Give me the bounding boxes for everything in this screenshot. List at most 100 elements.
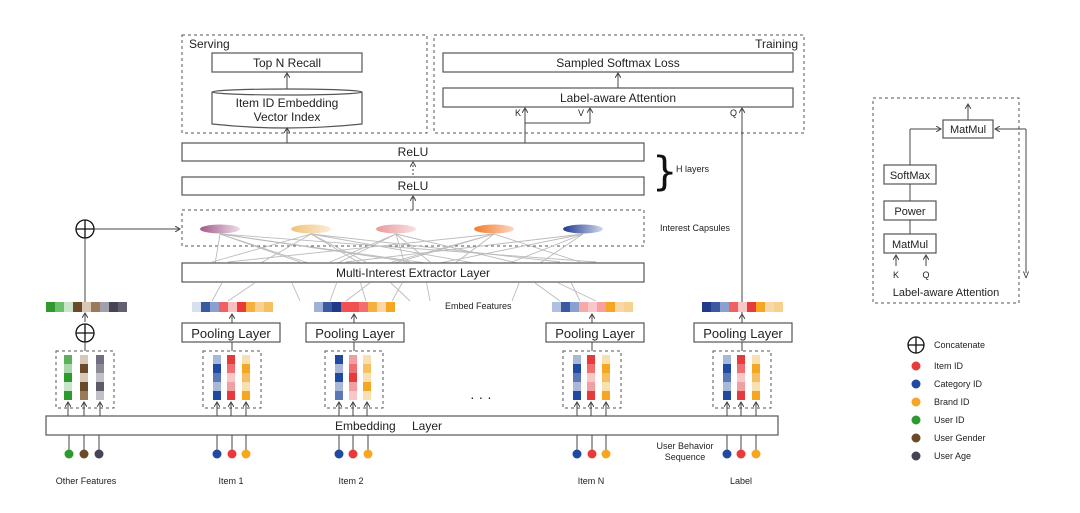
- interest-capsules: Interest Capsules: [181, 209, 731, 302]
- embedding-cell: [723, 373, 731, 382]
- embedding-cell: [335, 364, 343, 373]
- attn-q-label: Q: [922, 270, 929, 280]
- embedding-cell: [213, 364, 221, 373]
- embedding-cell: [737, 373, 745, 382]
- feature-dot: [751, 449, 761, 459]
- embed-feature-cell: [386, 302, 395, 312]
- feature-dot: [241, 449, 251, 459]
- feature-dot: [227, 449, 237, 459]
- routing-line: [310, 233, 367, 263]
- embedding-cell: [723, 391, 731, 400]
- embedding-cell: [752, 382, 760, 391]
- capsule-1: [200, 224, 240, 234]
- embed-feature-cell: [314, 302, 323, 312]
- feature-dot: [722, 449, 732, 459]
- pooling-layer-label: Pooling Layer: [191, 326, 271, 341]
- embed-feature-cell: [765, 302, 774, 312]
- feature-dot: [212, 449, 222, 459]
- embed-feature-cell: [91, 302, 100, 312]
- embedding-cell: [573, 373, 581, 382]
- embedding-cell: [363, 382, 371, 391]
- embedding-cell: [96, 364, 104, 373]
- relu-top-label: ReLU: [398, 145, 429, 159]
- legend-label: User Age: [934, 451, 971, 461]
- embed-feature-cell: [729, 302, 738, 312]
- multi-interest-extractor-label: Multi-Interest Extractor Layer: [336, 266, 490, 280]
- routing-line: [291, 282, 301, 302]
- matmul-top-label: MatMul: [950, 124, 986, 136]
- embed-feature-cell: [219, 302, 228, 312]
- embedding-cell: [587, 364, 595, 373]
- embed-feature-cell: [109, 302, 118, 312]
- routing-line: [310, 233, 561, 263]
- embed-feature-cell: [377, 302, 386, 312]
- matmul-bottom-box: [883, 233, 937, 254]
- embed-feature-cell: [747, 302, 756, 312]
- embedding-layer-word1: Embedding: [335, 419, 396, 433]
- embed-feature-cell: [756, 302, 765, 312]
- embedding-cell: [602, 382, 610, 391]
- embedding-cell: [587, 355, 595, 364]
- embedding-cell: [335, 391, 343, 400]
- embedding-cell: [573, 355, 581, 364]
- embedding-cell: [752, 364, 760, 373]
- h-layers: ReLU ReLU } H layers: [181, 142, 710, 210]
- embedding-cell: [573, 391, 581, 400]
- serving-section: Serving Top N Recall Item ID Embedding V…: [181, 34, 428, 143]
- embedding-group-frame: [202, 350, 262, 409]
- concatenate-legend-icon: [907, 336, 925, 354]
- embedding-cell: [80, 364, 88, 373]
- embed-feature-cell: [615, 302, 624, 312]
- embedding-cell: [737, 364, 745, 373]
- legend-dot: [911, 451, 921, 461]
- embed-feature-cell: [774, 302, 783, 312]
- embedding-cell: [64, 373, 72, 382]
- embed-feature-cell: [55, 302, 64, 312]
- embedding-cell: [80, 391, 88, 400]
- routing-line: [391, 282, 403, 302]
- pooling-layer-label: Pooling Layer: [555, 326, 635, 341]
- embedding-cell: [752, 391, 760, 400]
- interest-capsules-label: Interest Capsules: [660, 223, 731, 233]
- embedding-cell: [213, 373, 221, 382]
- softmax-label: SoftMax: [890, 170, 931, 182]
- embed-feature-cell: [210, 302, 219, 312]
- label-aware-attention-label: Label-aware Attention: [560, 91, 676, 105]
- routing-line: [426, 282, 431, 302]
- embedding-cell: [242, 391, 250, 400]
- pooling-layer-box: [305, 322, 405, 343]
- embedding-cell: [96, 382, 104, 391]
- embedding-cell: [573, 364, 581, 373]
- embed-feature-cell: [350, 302, 359, 312]
- routing-line: [558, 282, 597, 302]
- embedding-cell: [96, 391, 104, 400]
- embedding-cell: [242, 382, 250, 391]
- capsules-frame: [181, 209, 645, 247]
- embedding-layer-word2: Layer: [412, 419, 442, 433]
- capsule-2: [291, 224, 331, 234]
- relu-bottom-box: [181, 176, 645, 196]
- training-label: Training: [755, 37, 798, 51]
- embed-feature-cell: [46, 302, 55, 312]
- embedding-cell: [213, 355, 221, 364]
- pooling-layer-box: [693, 322, 793, 343]
- embedding-cell: [335, 373, 343, 382]
- input-label: Item 1: [218, 476, 243, 486]
- embed-feature-cell: [201, 302, 210, 312]
- embedding-cell: [587, 382, 595, 391]
- legend-label: Category ID: [934, 379, 983, 389]
- embed-feature-cell: [624, 302, 633, 312]
- embed-feature-cell: [588, 302, 597, 312]
- embed-feature-cell: [228, 302, 237, 312]
- feature-dot: [334, 449, 344, 459]
- embedding-cell: [64, 355, 72, 364]
- embedding-cell: [213, 382, 221, 391]
- legend-dot: [911, 415, 921, 425]
- embedding-cell: [349, 382, 357, 391]
- attn-k-label: K: [893, 270, 899, 280]
- embed-feature-cell: [100, 302, 109, 312]
- embedding-cell: [737, 391, 745, 400]
- embedding-cell: [242, 355, 250, 364]
- embedding-cell: [587, 391, 595, 400]
